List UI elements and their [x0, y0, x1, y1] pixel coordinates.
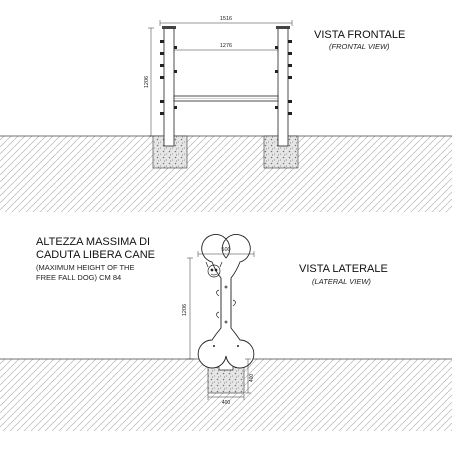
front-post-right [277, 27, 289, 147]
front-dim-overall-label: 1516 [220, 16, 232, 22]
front-post-left [163, 27, 175, 147]
dog-face-icon [205, 261, 223, 278]
note-line-1: ALTEZZA MASSIMA DI [36, 236, 150, 248]
front-view: 1516 1276 1206 VISTA FRONTALE (FRONTAL V… [0, 16, 452, 212]
free-fall-note: ALTEZZA MASSIMA DI CADUTA LIBERA CANE (M… [36, 236, 155, 282]
front-dim-inner-label: 1276 [220, 43, 232, 49]
side-dim-depth-label: 400 [249, 374, 255, 383]
note-line-3: (MAXIMUM HEIGHT OF THE [36, 263, 134, 272]
side-climbing-holes [216, 285, 236, 324]
front-view-subtitle: (FRONTAL VIEW) [329, 42, 390, 51]
front-post-cap-left [162, 26, 176, 29]
side-bone-panel [197, 234, 255, 369]
side-view-subtitle: (LATERAL VIEW) [312, 277, 371, 286]
front-view-title: VISTA FRONTALE [314, 29, 405, 41]
front-post-cap-right [276, 26, 290, 29]
front-post-fittings [160, 40, 292, 115]
front-dim-height-label: 1206 [144, 76, 150, 88]
note-line-4: FREE FALL DOG) CM 84 [36, 273, 121, 282]
side-dim-width-label: 500 [221, 247, 230, 253]
side-view: 500 1206 400 400 VISTA LATERALE (LATERAL… [0, 234, 452, 431]
side-view-title: VISTA LATERALE [299, 263, 388, 275]
side-lower-bolts [213, 345, 239, 347]
note-line-2: CADUTA LIBERA CANE [36, 249, 155, 261]
side-dim-height-label: 1206 [182, 304, 188, 316]
side-dim-base-label: 400 [222, 400, 231, 406]
front-ground-hatch [0, 136, 452, 212]
